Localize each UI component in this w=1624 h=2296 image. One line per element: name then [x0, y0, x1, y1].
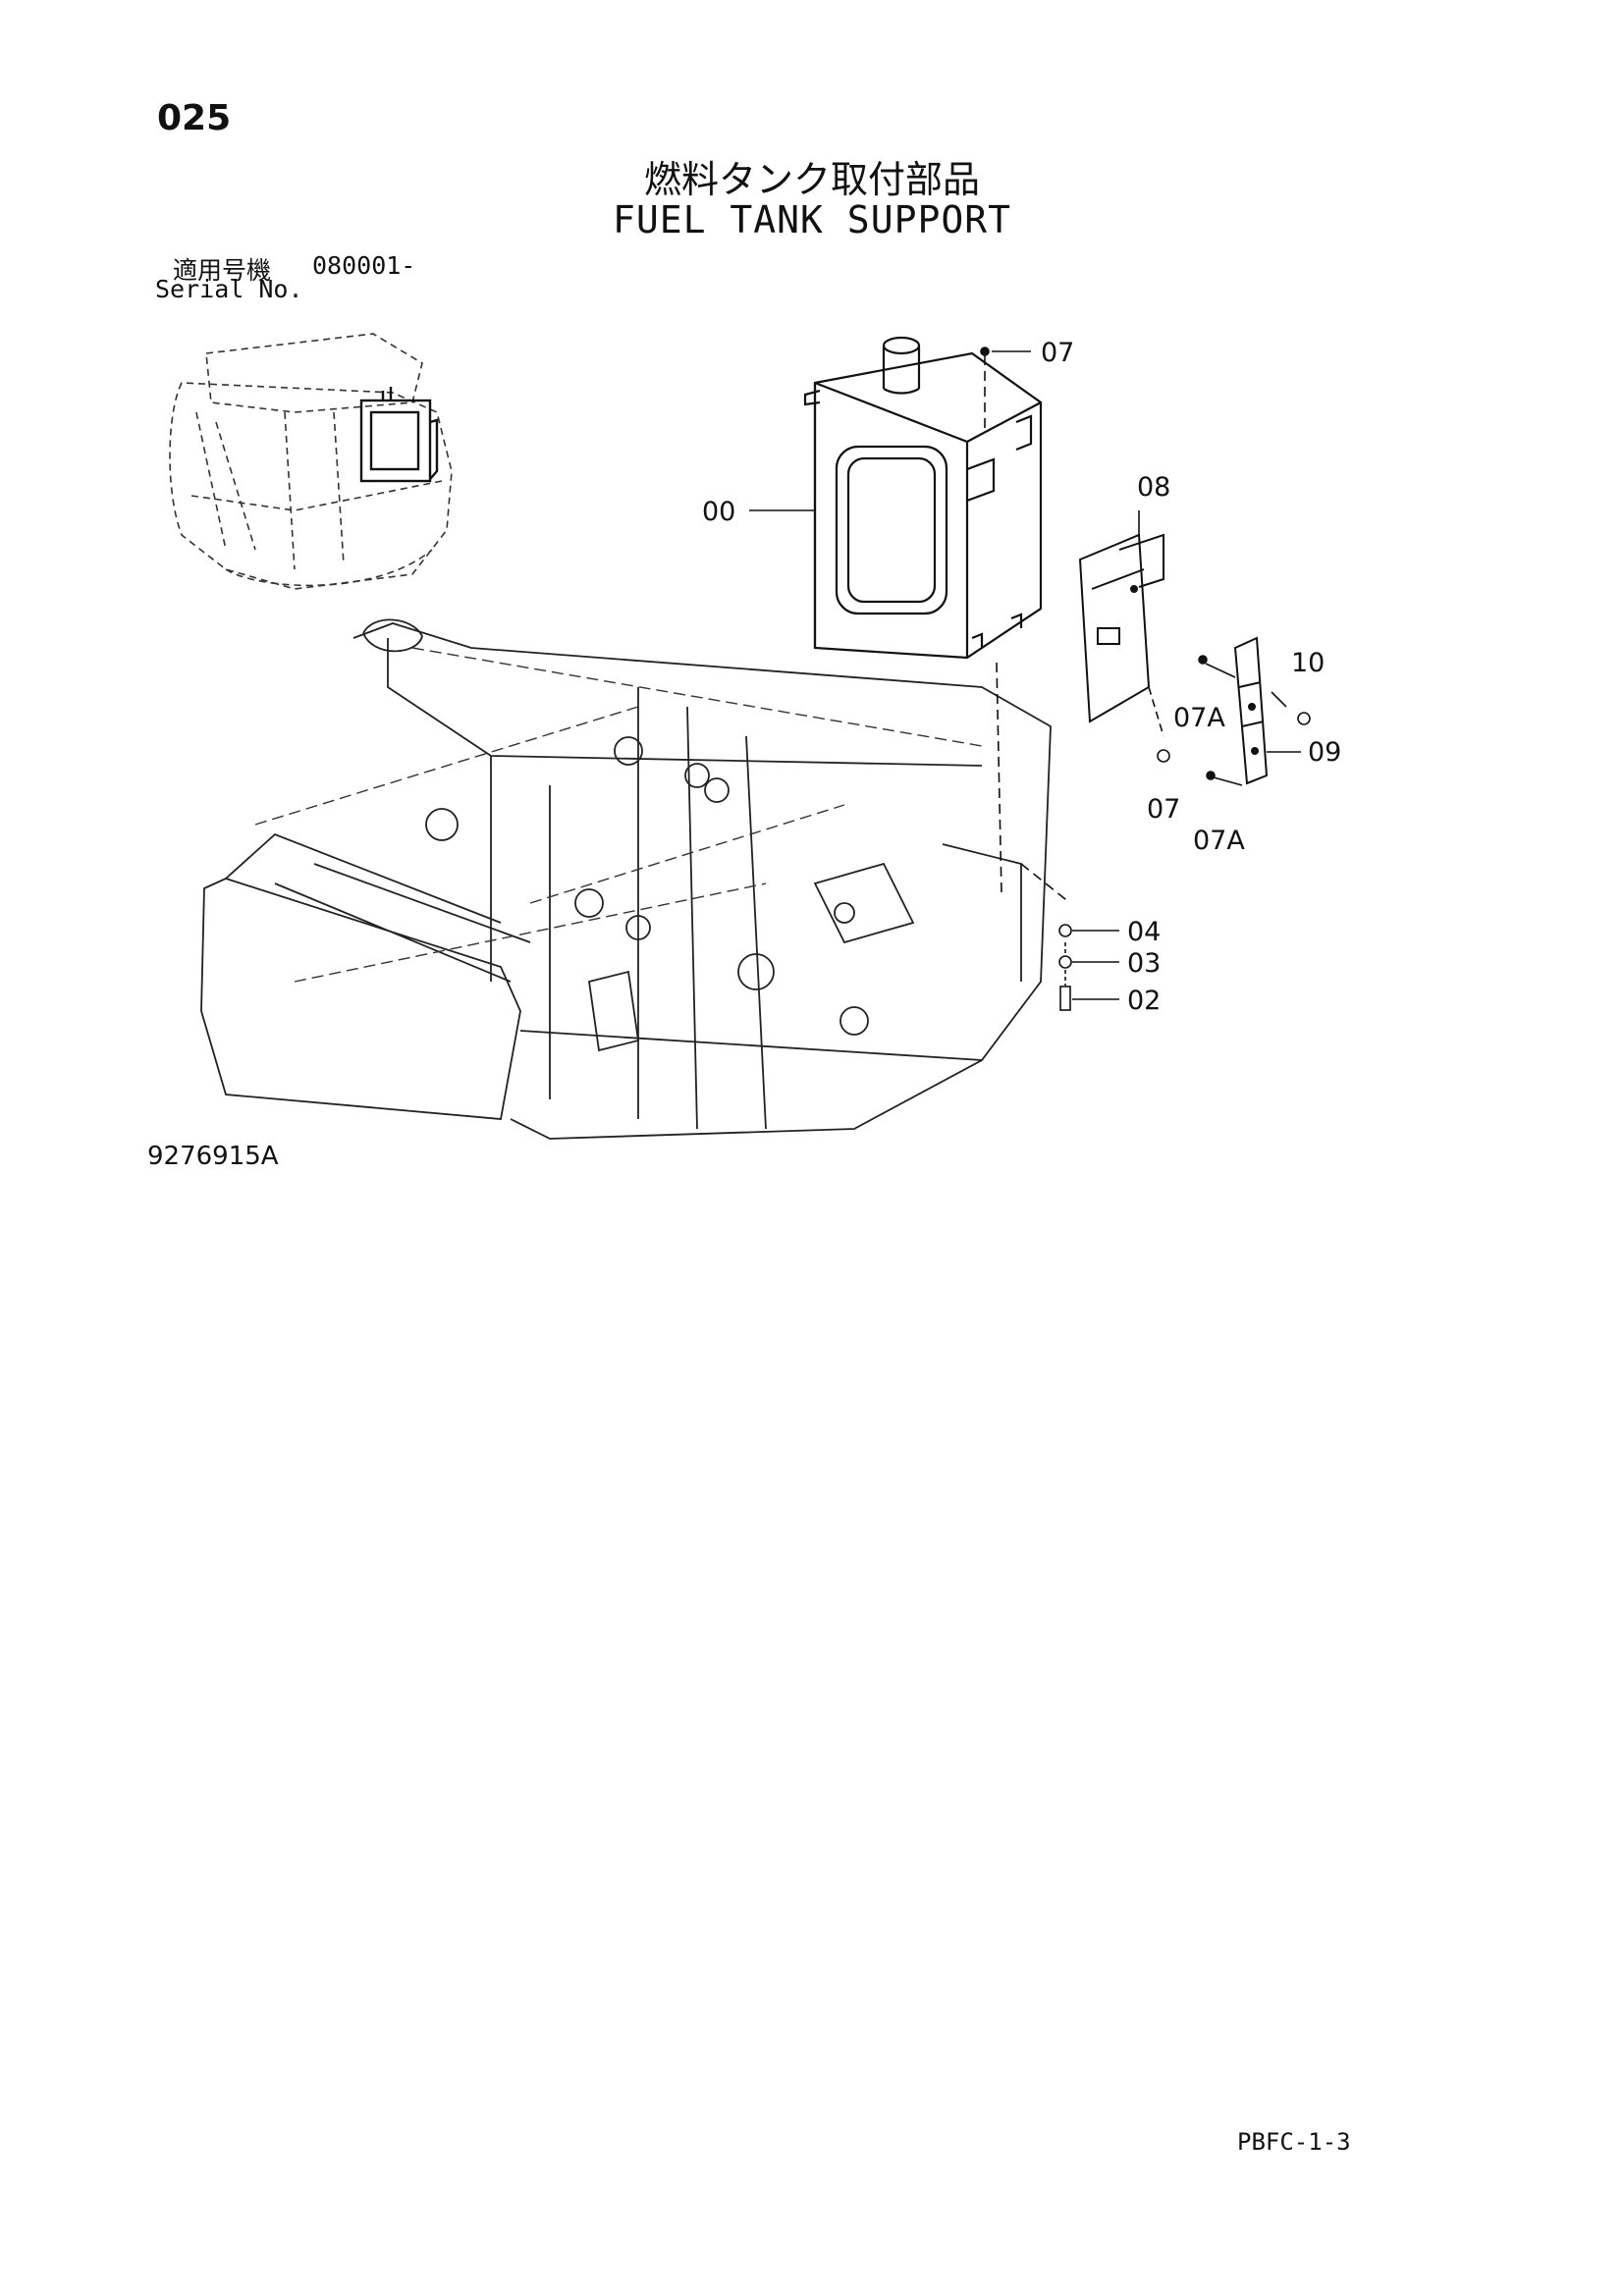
side-plate: [1233, 636, 1269, 785]
leader-lines: [749, 347, 1311, 1011]
callout-07-top: 07: [1041, 338, 1074, 368]
page-code: PBFC-1-3: [1237, 2128, 1351, 2156]
fuel-tank: [803, 336, 1043, 660]
callout-07-mid: 07: [1147, 794, 1180, 825]
upper-frame: [200, 618, 1052, 1140]
callout-00: 00: [702, 497, 735, 527]
serial-label-jp: 適用号機: [173, 256, 272, 285]
callout-08: 08: [1137, 472, 1170, 503]
callout-09: 09: [1308, 737, 1341, 768]
serial-number: 080001-: [312, 251, 416, 280]
page-title-en: FUEL TANK SUPPORT: [613, 198, 1011, 241]
callout-04: 04: [1127, 917, 1161, 947]
locator-inset: [169, 333, 453, 590]
drawing-number: 9276915A: [147, 1142, 279, 1171]
callout-07a-lower: 07A: [1193, 826, 1245, 856]
upper-frame-hidden-lines: [254, 647, 983, 983]
callout-02: 02: [1127, 986, 1161, 1016]
callout-03: 03: [1127, 948, 1161, 979]
serial-label-en: Serial No.: [155, 275, 303, 303]
page-number: 025: [157, 98, 232, 138]
callout-07a-upper: 07A: [1173, 703, 1225, 733]
page-title-jp: 燃料タンク取付部品: [643, 158, 980, 201]
callout-10: 10: [1291, 648, 1325, 678]
locator-highlight: [359, 387, 439, 483]
